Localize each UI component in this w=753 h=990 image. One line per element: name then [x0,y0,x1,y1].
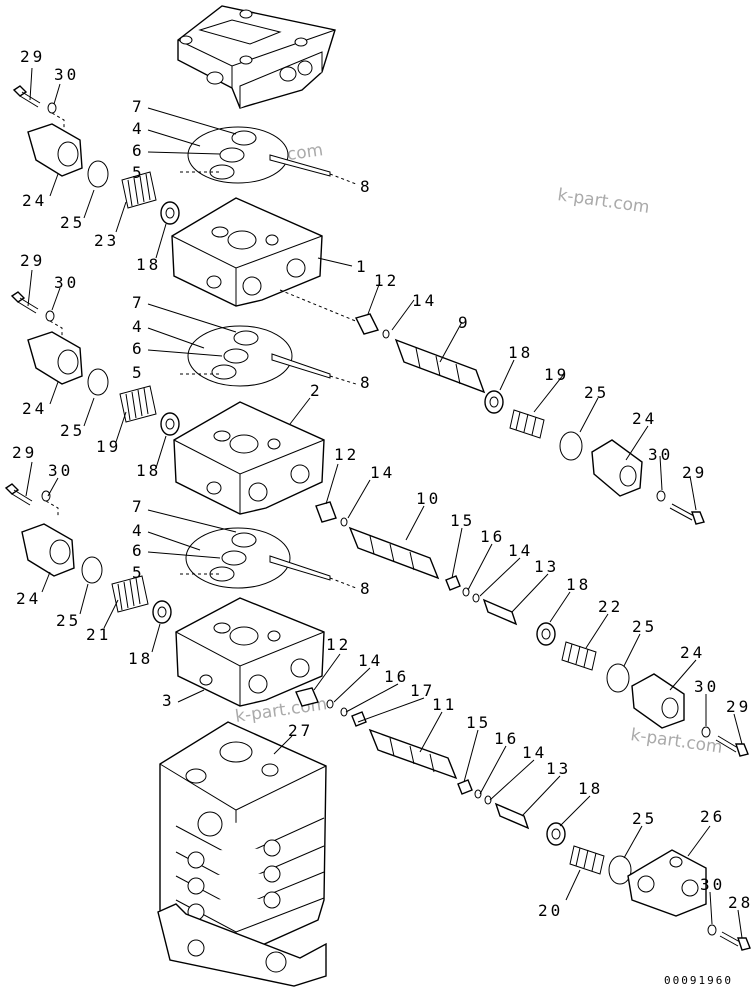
gasket-plate-2 [187,325,331,387]
callout-4: 4 [132,521,145,540]
callout-17: 17 [410,681,435,700]
callout-19: 19 [544,365,569,384]
callout-22: 22 [598,597,623,616]
callout-23: 23 [94,231,119,250]
watermark: k-part.com [556,185,650,218]
callout-18: 18 [136,461,161,480]
callout-24: 24 [22,191,47,210]
callout-25: 25 [584,383,609,402]
callout-6: 6 [132,339,145,358]
callout-7: 7 [132,97,145,116]
callout-13: 13 [546,759,571,778]
figure-code: 00091960 [664,974,733,987]
callout-13: 13 [534,557,559,576]
callout-21: 21 [86,625,111,644]
callout-12: 12 [334,445,359,464]
leader-lines [25,67,743,939]
callout-10: 10 [416,489,441,508]
callout-30: 30 [54,273,79,292]
callout-18: 18 [136,255,161,274]
callout-24: 24 [16,589,41,608]
callout-6: 6 [132,541,145,560]
callout-6: 6 [132,141,145,160]
callout-24: 24 [680,643,705,662]
callout-7: 7 [132,497,145,516]
valve-body-2 [173,401,325,515]
gasket-plate-3 [185,527,331,589]
callout-20: 20 [538,901,563,920]
callout-4: 4 [132,317,145,336]
section-2-right-parts [315,501,749,757]
callout-30: 30 [700,875,725,894]
gasket-plate-1 [187,126,331,184]
callout-30: 30 [648,445,673,464]
callout-19: 19 [96,437,121,456]
callout-15: 15 [466,713,491,732]
callout-11: 11 [432,695,457,714]
callout-numbers: 29 30 7 4 6 5 8 24 25 23 18 1 12 14 9 29… [12,47,753,987]
callout-25: 25 [632,617,657,636]
valve-body-3 [175,597,325,707]
callout-27: 27 [288,721,313,740]
callout-9: 9 [458,313,471,332]
top-cover [177,5,336,109]
callout-16: 16 [384,667,409,686]
callout-14: 14 [370,463,395,482]
callout-5: 5 [132,163,145,182]
section-3-left-parts [4,483,172,624]
callout-5: 5 [132,363,145,382]
callout-15: 15 [450,511,475,530]
callout-12: 12 [326,635,351,654]
callout-14: 14 [358,651,383,670]
callout-14: 14 [508,541,533,560]
callout-25: 25 [56,611,81,630]
callout-1: 1 [356,257,369,276]
callout-14: 14 [412,291,437,310]
callout-7: 7 [132,293,145,312]
callout-30: 30 [694,677,719,696]
callout-30: 30 [48,461,73,480]
callout-3: 3 [162,691,175,710]
callout-16: 16 [480,527,505,546]
valve-body-stack [157,721,327,987]
callout-25: 25 [632,809,657,828]
callout-4: 4 [132,119,145,138]
valve-body-1 [171,197,323,307]
callout-16: 16 [494,729,519,748]
callout-8: 8 [360,579,373,598]
callout-8: 8 [360,177,373,196]
callout-24: 24 [632,409,657,428]
callout-29: 29 [726,697,751,716]
callout-14: 14 [522,743,547,762]
callout-28: 28 [728,893,753,912]
callout-29: 29 [20,47,45,66]
callout-18: 18 [508,343,533,362]
callout-18: 18 [566,575,591,594]
callout-26: 26 [700,807,725,826]
callout-30: 30 [54,65,79,84]
callout-5: 5 [132,563,145,582]
callout-18: 18 [128,649,153,668]
section-1-left-parts [12,85,180,225]
callout-18: 18 [578,779,603,798]
callout-12: 12 [374,271,399,290]
callout-25: 25 [60,421,85,440]
section-2-left-parts [10,291,180,436]
section-3-right-parts [295,687,751,951]
callout-29: 29 [12,443,37,462]
callout-29: 29 [20,251,45,270]
callout-29: 29 [682,463,707,482]
callout-2: 2 [310,381,323,400]
callout-25: 25 [60,213,85,232]
callout-24: 24 [22,399,47,418]
callout-8: 8 [360,373,373,392]
